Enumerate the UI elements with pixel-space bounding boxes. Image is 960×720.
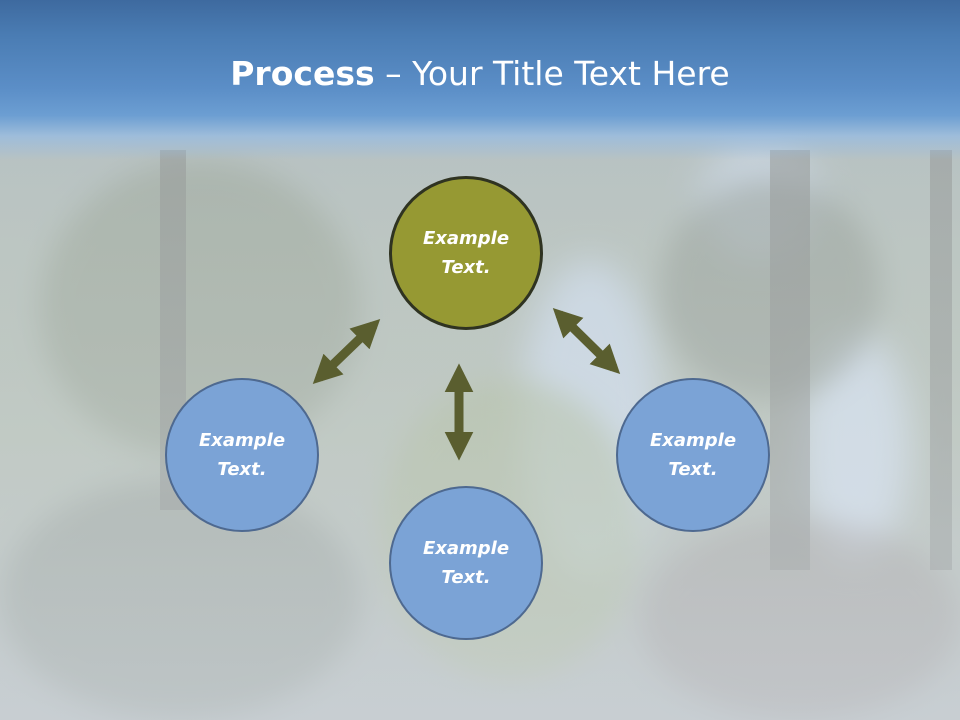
circle-left[interactable]: Example Text. <box>165 378 319 532</box>
title-rest: – Your Title Text Here <box>374 54 730 93</box>
arrow-top-right <box>552 307 621 375</box>
title-bold: Process <box>230 54 375 93</box>
circle-right-text: Example Text. <box>649 430 737 480</box>
circle-right[interactable]: Example Text. <box>616 378 770 532</box>
circle-top-text: Example Text. <box>422 228 510 278</box>
slide-title[interactable]: Process – Your Title Text Here <box>0 54 960 94</box>
circle-left-text: Example Text. <box>198 430 286 480</box>
arrow-top-left <box>312 319 381 384</box>
circle-bottom-text: Example Text. <box>422 538 510 588</box>
circle-top[interactable]: Example Text. <box>389 176 543 330</box>
title-band <box>0 0 960 160</box>
circle-bottom[interactable]: Example Text. <box>389 486 543 640</box>
